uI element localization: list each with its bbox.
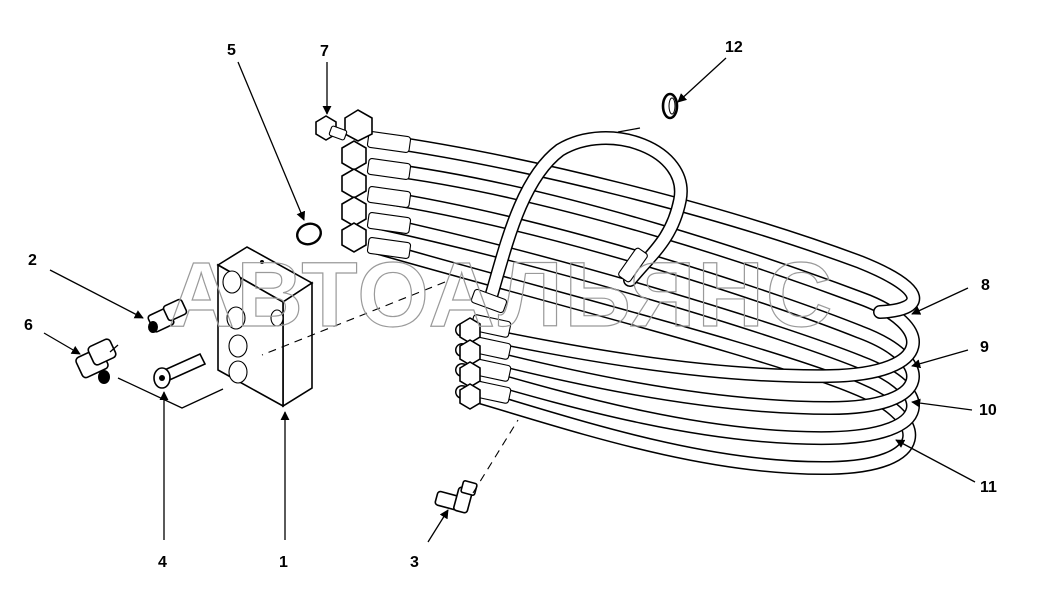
assembly-lines (109, 127, 641, 494)
callout-2: 2 (28, 252, 37, 269)
callout-11: 11 (980, 479, 997, 496)
callout-3: 3 (410, 554, 419, 571)
hose-ends-lower (459, 314, 512, 410)
straight-adapter (147, 298, 188, 333)
hose-12-fitting-left (470, 288, 508, 314)
callout-9: 9 (980, 339, 989, 356)
callout-1: 1 (279, 554, 288, 571)
cap-screw (153, 352, 207, 389)
hose-ends-upper (341, 109, 412, 260)
callout-5: 5 (227, 42, 236, 59)
o-ring (296, 222, 322, 246)
callout-6: 6 (24, 317, 33, 334)
callout-leaders (43, 57, 976, 543)
callout-7: 7 (320, 43, 329, 60)
hose-11 (368, 240, 917, 476)
hose-top (368, 133, 921, 319)
fitting-7 (315, 115, 348, 141)
callout-4: 4 (158, 554, 167, 571)
callout-labels: 1 2 3 4 5 6 7 8 9 10 11 12 (24, 39, 997, 571)
hose-clamp (661, 92, 679, 120)
hose-12-fitting-right (618, 247, 648, 283)
elbow-fitting-3 (434, 480, 478, 514)
hose-9 (368, 189, 920, 416)
hose-loops-group (341, 109, 921, 476)
manifold-block (216, 246, 314, 408)
hose-8 (368, 161, 920, 384)
callout-8: 8 (981, 277, 990, 294)
elbow-fitting (75, 338, 117, 384)
watermark-text: АВТОАЛЬЯНС (168, 244, 834, 346)
callout-10: 10 (979, 402, 997, 419)
hose-12-loop (483, 131, 688, 307)
callout-12: 12 (725, 39, 743, 56)
